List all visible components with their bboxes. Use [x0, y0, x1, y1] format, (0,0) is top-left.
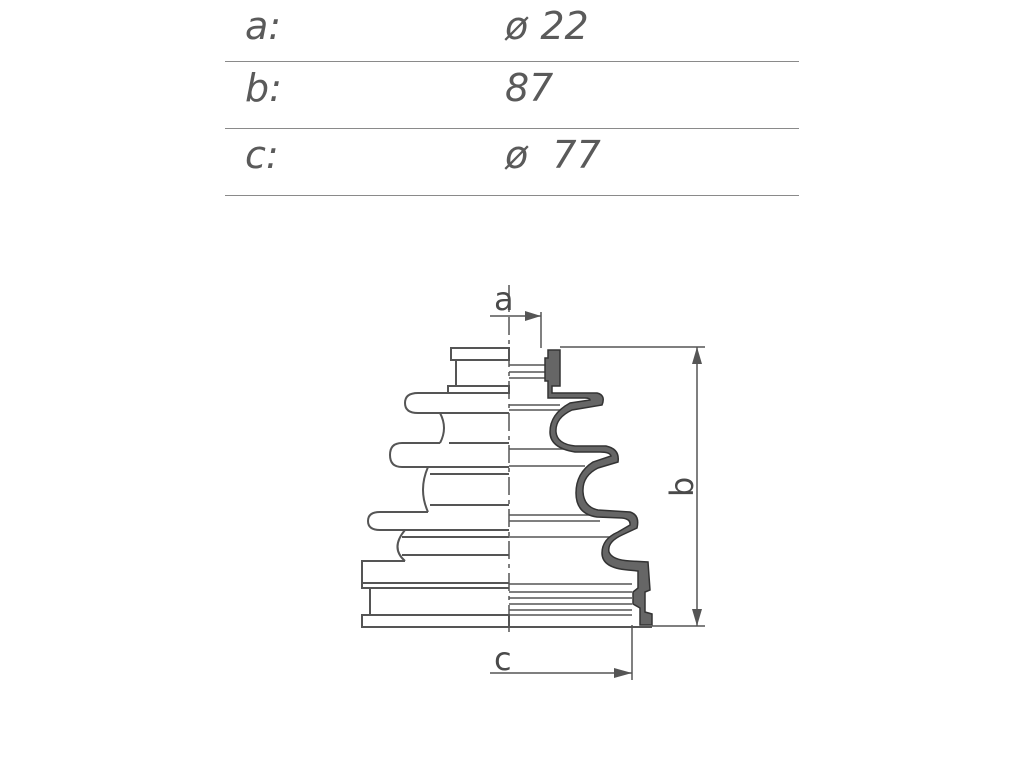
dimension-key: a: [245, 4, 282, 48]
dimension-row-b: b: 87 [225, 62, 799, 129]
dimension-a: a [490, 280, 542, 348]
dimension-c: c [490, 625, 633, 680]
dimension-key: c: [245, 133, 279, 177]
boot-wall-section [544, 349, 653, 626]
boot-section-right [509, 349, 653, 628]
dimension-b-label: b [663, 477, 701, 497]
dimension-value: 87 [505, 66, 554, 110]
boot-outline-left [361, 347, 510, 628]
dimension-value: ø 77 [505, 133, 601, 177]
dimension-b: b [560, 346, 705, 627]
dimension-a-label: a [494, 280, 514, 318]
dimension-row-a: a: ø 22 [225, 0, 799, 62]
dimension-key: b: [245, 66, 282, 110]
dimension-c-label: c [494, 640, 512, 678]
dimension-value: ø 22 [505, 4, 589, 48]
dimension-table: a: ø 22 b: 87 c: ø 77 [225, 0, 799, 196]
dimension-row-c: c: ø 77 [225, 129, 799, 196]
